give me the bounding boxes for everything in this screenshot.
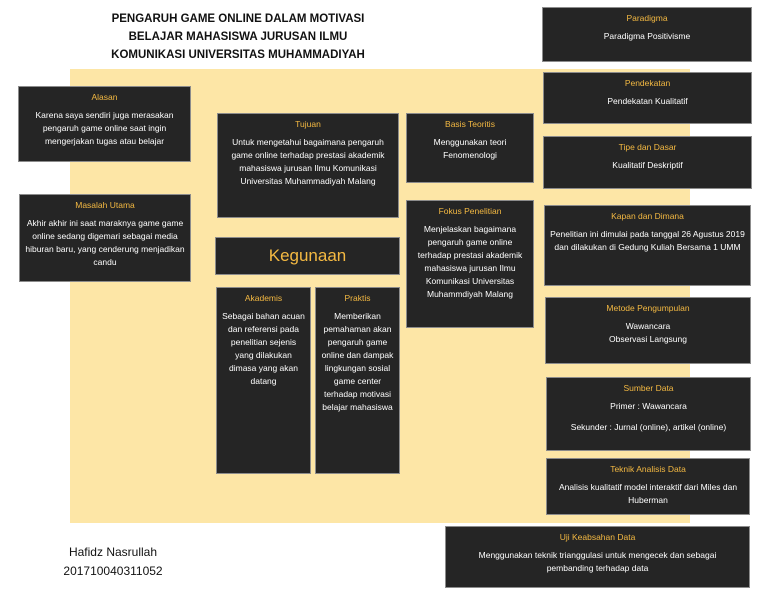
uji-keabsahan-data-heading: Uji Keabsahan Data bbox=[559, 532, 636, 542]
metode-pengumpulan-heading: Metode Pengumpulan bbox=[606, 303, 690, 313]
sumber-data-line-1: Primer : Wawancara bbox=[610, 401, 687, 411]
tipe-dan-dasar-text: Kualitatif Deskriptif bbox=[612, 160, 683, 170]
akademis-text: Sebagai bahan acuan dan referensi pada p… bbox=[222, 311, 305, 386]
kapan-dan-dimana-text: Penelitian ini dimulai pada tanggal 26 A… bbox=[550, 229, 745, 252]
title-line-3: KOMUNIKASI UNIVERSITAS MUHAMMADIYAH bbox=[111, 49, 365, 61]
tujuan-text: Untuk mengetahui bagaimana pengaruh game… bbox=[231, 137, 385, 186]
metode-pengumpulan-box: Metode Pengumpulan Wawancara Observasi L… bbox=[545, 297, 751, 364]
kegunaan-box: Kegunaan bbox=[215, 237, 400, 275]
basis-teoritis-heading: Basis Teoritis bbox=[445, 119, 495, 129]
title-line-2: BELAJAR MAHASISWA JURUSAN ILMU bbox=[128, 31, 348, 43]
fokus-penelitian-heading: Fokus Penelitian bbox=[438, 206, 502, 216]
alasan-heading: Alasan bbox=[91, 92, 118, 102]
sumber-data-line-2: Sekunder : Jurnal (online), artikel (onl… bbox=[570, 422, 727, 432]
metode-pengumpulan-line-1: Wawancara bbox=[625, 321, 671, 331]
masalah-utama-heading: Masalah Utama bbox=[75, 200, 135, 210]
akademis-box: Akademis Sebagai bahan acuan dan referen… bbox=[216, 287, 311, 474]
praktis-heading: Praktis bbox=[344, 293, 371, 303]
tipe-dan-dasar-heading: Tipe dan Dasar bbox=[618, 142, 677, 152]
fokus-penelitian-text: Menjelaskan bagaimana pengaruh game onli… bbox=[417, 224, 523, 299]
sumber-data-heading: Sumber Data bbox=[623, 383, 674, 393]
masalah-utama-box: Masalah Utama Akhir akhir ini saat marak… bbox=[19, 194, 191, 282]
praktis-box: Praktis Memberikan pemahaman akan pengar… bbox=[315, 287, 400, 474]
akademis-heading: Akademis bbox=[244, 293, 283, 303]
tujuan-box: Tujuan Untuk mengetahui bagaimana pengar… bbox=[217, 113, 399, 218]
uji-keabsahan-data-text: Menggunakan teknik trianggulasi untuk me… bbox=[478, 550, 717, 573]
author-name: Hafidz Nasrullah bbox=[68, 545, 158, 559]
author-id: 201710040311052 bbox=[63, 564, 163, 578]
metode-pengumpulan-line-2: Observasi Langsung bbox=[609, 334, 687, 344]
kapan-dan-dimana-heading: Kapan dan Dimana bbox=[611, 211, 684, 221]
author-block: Hafidz Nasrullah 201710040311052 bbox=[48, 543, 178, 581]
paradigma-text: Paradigma Positivisme bbox=[603, 31, 691, 41]
pendekatan-heading: Pendekatan bbox=[624, 78, 671, 88]
teknik-analisis-data-text: Analisis kualitatif model interaktif dar… bbox=[558, 482, 738, 505]
uji-keabsahan-data-box: Uji Keabsahan Data Menggunakan teknik tr… bbox=[445, 526, 750, 588]
basis-teoritis-text: Menggunakan teori Fenomenologi bbox=[433, 137, 507, 160]
paradigma-box: Paradigma Paradigma Positivisme bbox=[542, 7, 752, 62]
fokus-penelitian-box: Fokus Penelitian Menjelaskan bagaimana p… bbox=[406, 200, 534, 328]
pendekatan-text: Pendekatan Kualitatif bbox=[607, 96, 688, 106]
sumber-data-box: Sumber Data Primer : Wawancara Sekunder … bbox=[546, 377, 751, 451]
kapan-dan-dimana-box: Kapan dan Dimana Penelitian ini dimulai … bbox=[544, 205, 751, 286]
tujuan-heading: Tujuan bbox=[295, 119, 321, 129]
praktis-text: Memberikan pemahaman akan pengaruh game … bbox=[321, 311, 394, 412]
diagram-title: PENGARUH GAME ONLINE DALAM MOTIVASI BELA… bbox=[96, 10, 380, 64]
teknik-analisis-data-heading: Teknik Analisis Data bbox=[610, 464, 686, 474]
masalah-utama-text: Akhir akhir ini saat maraknya game game … bbox=[25, 218, 185, 267]
alasan-box: Alasan Karena saya sendiri juga merasaka… bbox=[18, 86, 191, 162]
basis-teoritis-box: Basis Teoritis Menggunakan teori Fenomen… bbox=[406, 113, 534, 183]
pendekatan-box: Pendekatan Pendekatan Kualitatif bbox=[543, 72, 752, 124]
teknik-analisis-data-box: Teknik Analisis Data Analisis kualitatif… bbox=[546, 458, 750, 515]
title-line-1: PENGARUH GAME ONLINE DALAM MOTIVASI bbox=[111, 13, 365, 25]
alasan-text: Karena saya sendiri juga merasakan penga… bbox=[35, 110, 174, 146]
paradigma-heading: Paradigma bbox=[626, 13, 668, 23]
tipe-dan-dasar-box: Tipe dan Dasar Kualitatif Deskriptif bbox=[543, 136, 752, 189]
